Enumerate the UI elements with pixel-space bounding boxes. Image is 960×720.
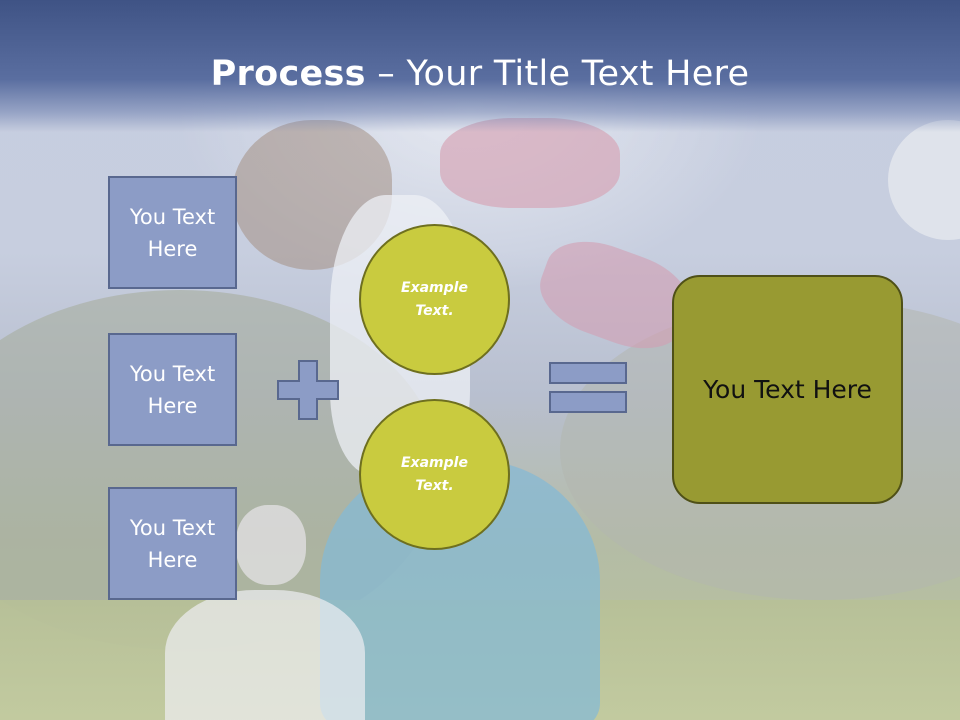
example-circle-2[interactable]: Example Text. (359, 399, 510, 550)
equals-icon-top-bar[interactable] (549, 362, 627, 384)
input-box-3[interactable]: You Text Here (108, 487, 237, 600)
slide-title-strong: Process (210, 54, 366, 94)
plus-icon[interactable] (277, 360, 339, 420)
input-box-text: You Text Here (129, 361, 216, 418)
input-box-2[interactable]: You Text Here (108, 333, 237, 446)
background-dog-head (236, 505, 306, 585)
example-circle-1[interactable]: Example Text. (359, 224, 510, 375)
result-box[interactable]: You Text Here (672, 275, 903, 504)
title-band (0, 0, 960, 132)
input-box-text: You Text Here (129, 515, 216, 572)
input-box-1[interactable]: You Text Here (108, 176, 237, 289)
input-box-text: You Text Here (129, 204, 216, 261)
background-child (440, 118, 620, 208)
circle-text: Example Text. (401, 279, 468, 319)
background-sun (888, 120, 960, 240)
equals-icon-bottom-bar[interactable] (549, 391, 627, 413)
result-text: You Text Here (703, 374, 872, 404)
slide-title-rest: – Your Title Text Here (365, 54, 750, 94)
slide-title[interactable]: Process – Your Title Text Here (0, 52, 960, 96)
background-dog (165, 590, 365, 720)
circle-text: Example Text. (401, 454, 468, 494)
